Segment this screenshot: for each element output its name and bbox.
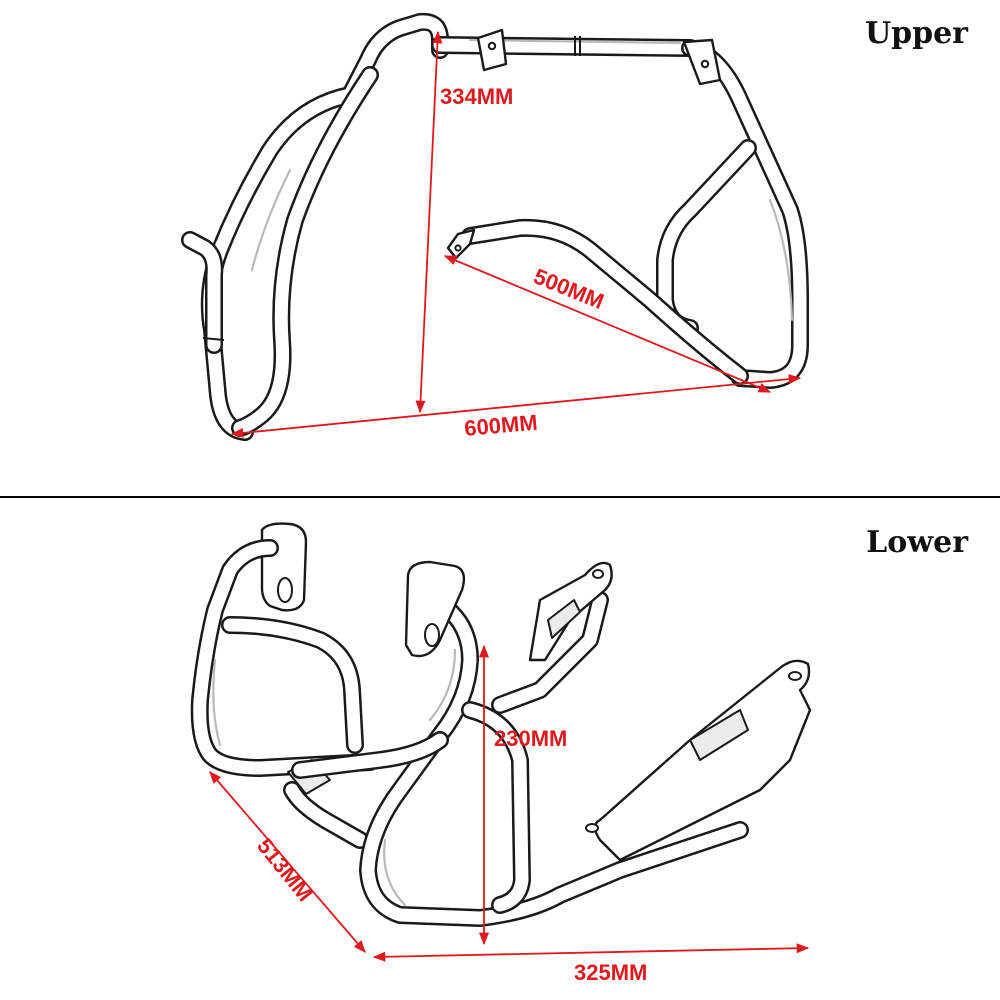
lower-section-title: Lower xyxy=(866,525,969,560)
lower-depth-dimension-line xyxy=(209,771,366,953)
lower-dimension-lines xyxy=(209,644,810,962)
lower-width-dimension-line xyxy=(372,943,810,962)
upper-height-dimension-line xyxy=(415,30,443,414)
lower-rear-plate xyxy=(593,659,812,862)
upper-section-title: Upper xyxy=(865,16,969,51)
lower-top-clamp xyxy=(404,560,466,658)
upper-depth-dimension-line xyxy=(443,255,772,393)
upper-height-label: 334MM xyxy=(440,84,513,109)
lower-height-label: 230MM xyxy=(494,726,567,751)
lower-width-label: 325MM xyxy=(574,960,647,985)
upper-dimension-lines xyxy=(230,30,802,438)
upper-width-dimension-line xyxy=(230,374,802,438)
upper-depth-label: 500MM xyxy=(530,263,607,314)
upper-width-label: 600MM xyxy=(463,410,538,441)
lower-depth-label: 513MM xyxy=(252,833,318,906)
